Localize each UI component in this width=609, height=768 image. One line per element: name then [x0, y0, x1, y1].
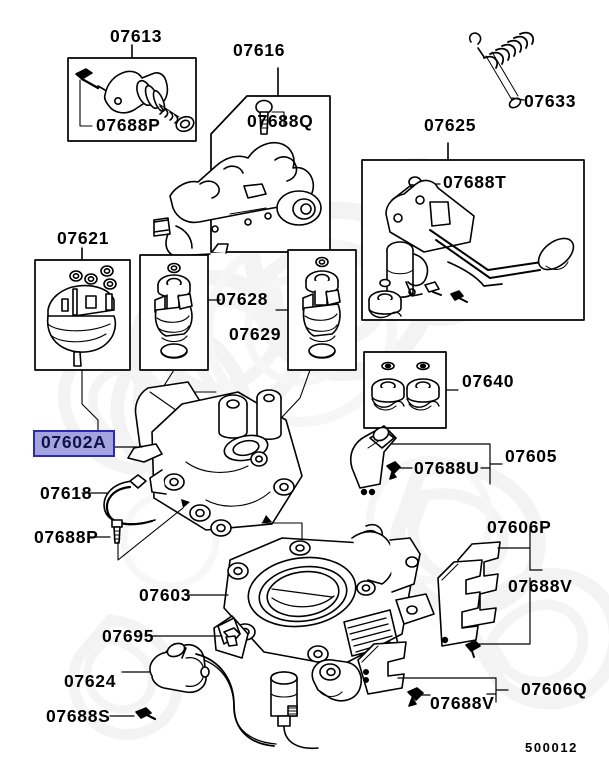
group-box-07613 [67, 44, 197, 142]
label-07621[interactable]: 07621 [57, 228, 110, 248]
label-07606P[interactable]: 07606P [487, 517, 552, 537]
group-box-07621 [34, 247, 131, 371]
label-07606Q[interactable]: 07606Q [521, 679, 588, 699]
label-07602A-highlighted[interactable]: 07602A [33, 430, 115, 457]
group-box-07629 [275, 249, 357, 371]
group-heatshield-07606Q [357, 641, 509, 707]
group-box-07628 [139, 254, 221, 371]
group-box-07625 [361, 142, 585, 321]
group-bracket-07605 [350, 425, 503, 496]
label-07624[interactable]: 07624 [64, 671, 117, 691]
label-07688V-lower[interactable]: 07688V [430, 693, 495, 713]
group-heatshield-07606P [437, 527, 543, 658]
label-07625[interactable]: 07625 [424, 115, 477, 135]
label-07688Q[interactable]: 07688Q [247, 111, 314, 131]
label-07603[interactable]: 07603 [139, 585, 192, 605]
label-07628[interactable]: 07628 [216, 289, 269, 309]
figure-number: 500012 [525, 740, 578, 755]
label-07613[interactable]: 07613 [110, 26, 163, 46]
label-07629[interactable]: 07629 [229, 324, 282, 344]
label-07688T[interactable]: 07688T [443, 172, 507, 192]
label-07640[interactable]: 07640 [462, 371, 515, 391]
label-07605[interactable]: 07605 [505, 446, 558, 466]
group-clip-07695 [151, 627, 241, 647]
group-sensor-07624 [109, 642, 362, 750]
label-07633[interactable]: 07633 [524, 91, 577, 111]
label-07695[interactable]: 07695 [102, 626, 155, 646]
group-box-07640 [363, 351, 459, 429]
label-07688P-top[interactable]: 07688P [96, 115, 161, 135]
label-07616[interactable]: 07616 [233, 40, 286, 60]
label-07688P-bottom[interactable]: 07688P [34, 527, 99, 547]
group-throttle-body-07603 [185, 524, 435, 667]
label-07688V-upper[interactable]: 07688V [508, 576, 573, 596]
label-07688U[interactable]: 07688U [414, 458, 480, 478]
group-spring-07633 [468, 31, 534, 109]
label-07688S[interactable]: 07688S [46, 706, 111, 726]
group-box-07616 [153, 67, 331, 257]
label-07618[interactable]: 07618 [40, 483, 93, 503]
group-main-body-07602A [81, 369, 311, 561]
